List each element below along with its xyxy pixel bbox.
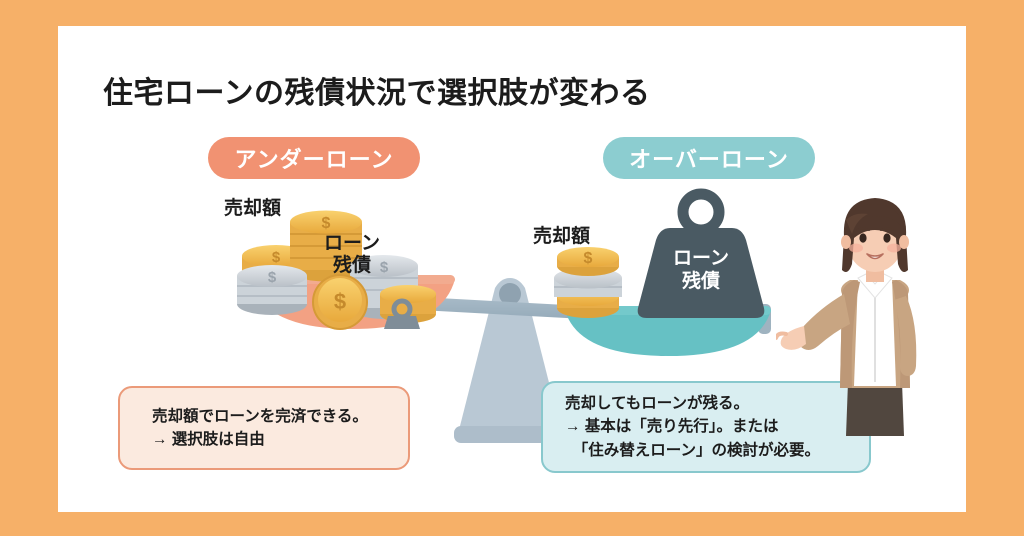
infographic-canvas: 住宅ローンの残債状況で選択肢が変わる アンダーローン オーバーローン <box>58 26 966 512</box>
badge-under-loan-label: アンダーローン <box>234 147 394 172</box>
svg-text:$: $ <box>272 249 281 266</box>
callout-under-loan-text: 売却額でローンを完済できる。 → 選択肢は自由 <box>152 407 368 448</box>
badge-over-loan: オーバーローン <box>603 137 815 179</box>
label-right-sale-price: 売却額 <box>533 226 591 247</box>
callout-over-loan-text: 売却してもローンが残る。 → 基本は「売り先行」。または 「住み替えローン」の検… <box>565 395 820 459</box>
svg-text:$: $ <box>322 215 331 232</box>
svg-text:$: $ <box>334 289 346 314</box>
svg-text:$: $ <box>380 259 389 276</box>
svg-text:$: $ <box>268 269 277 286</box>
weight-small-left <box>384 298 420 329</box>
page-title: 住宅ローンの残債状況で選択肢が変わる <box>103 77 651 110</box>
coin-stack-right: $ <box>554 247 622 318</box>
label-right-loan-balance: ローン 残債 <box>672 248 730 292</box>
hand-gesture <box>776 326 806 350</box>
scale-base <box>454 278 566 443</box>
weight-large-right <box>637 188 765 318</box>
svg-text:$: $ <box>584 250 593 267</box>
badge-over-loan-label: オーバーローン <box>629 147 789 172</box>
balance-scale-illustration: $ $ $ <box>237 188 771 443</box>
label-left-loan-balance: ローン 残債 <box>324 233 381 276</box>
callout-over-loan: 売却してもローンが残る。 → 基本は「売り先行」。または 「住み替えローン」の検… <box>541 381 871 473</box>
label-left-sale-price: 売却額 <box>224 198 282 219</box>
coin-pile-left: $ $ $ <box>237 210 436 330</box>
badge-under-loan: アンダーローン <box>208 137 420 179</box>
callout-under-loan: 売却額でローンを完済できる。 → 選択肢は自由 <box>118 386 410 470</box>
person-illustration <box>776 198 917 436</box>
